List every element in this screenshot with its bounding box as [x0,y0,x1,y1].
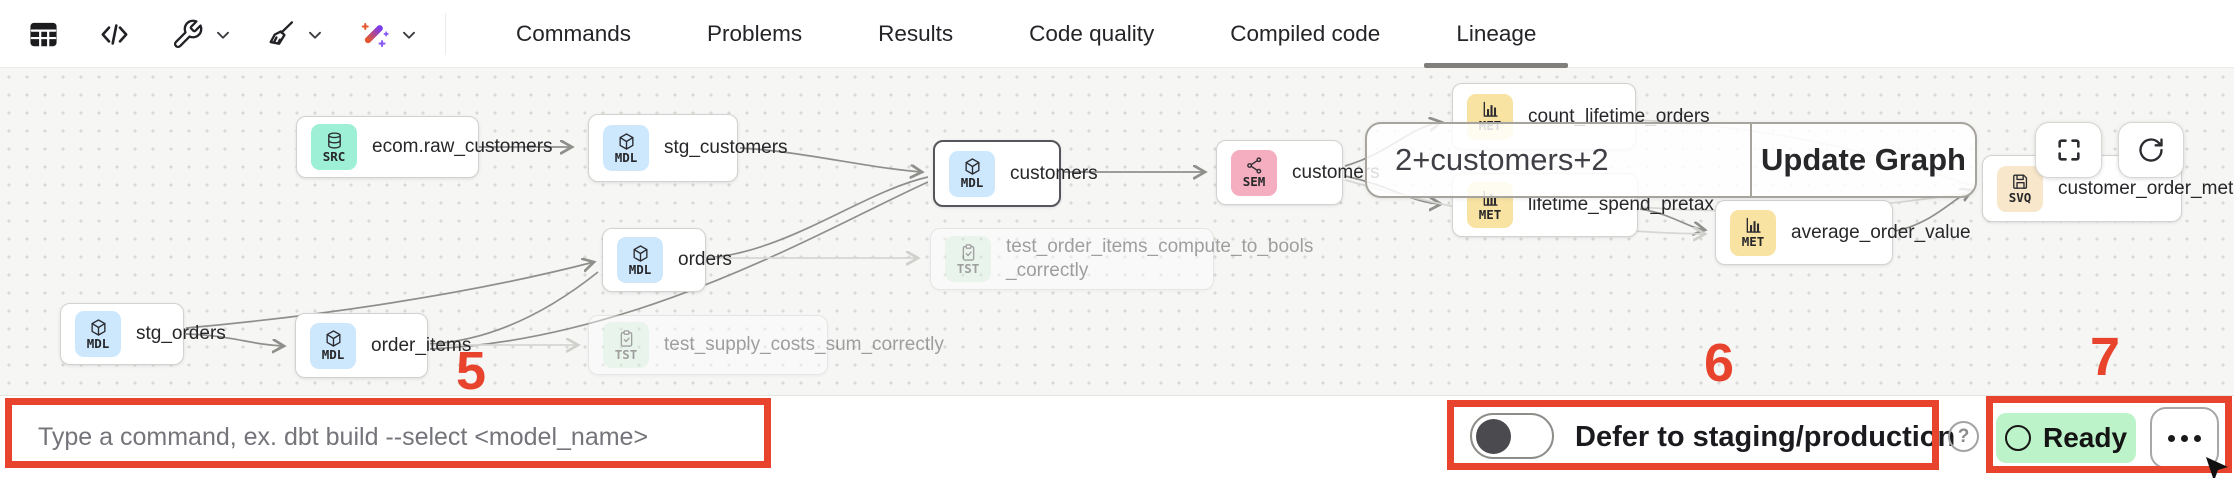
node-label: customers [1292,161,1380,183]
table-icon[interactable] [26,17,60,51]
node-label: test_order_items_compute_to_bools _corre… [1006,236,1314,281]
graph-node-customers-semantic[interactable]: SEM customers [1216,140,1380,205]
node-label: stg_orders [136,323,226,345]
node-label: stg_customers [664,137,788,159]
save-icon: SVQ [1997,165,2043,212]
tab-problems[interactable]: Problems [707,21,803,46]
tab-commands[interactable]: Commands [516,21,632,46]
graph-node-test-order-items[interactable]: TST test_order_items_compute_to_bools _co… [930,228,1313,290]
graph-node-test-supply-costs[interactable]: TST test_supply_costs_sum_correctly [588,315,944,375]
node-label: orders [678,249,732,271]
command-placeholder: Type a command, ex. dbt build --select <… [38,423,649,451]
toggle-knob [1476,418,1511,454]
node-label: test_supply_costs_sum_correctly [664,334,944,356]
tab-results[interactable]: Results [878,21,954,46]
broom-icon[interactable] [262,17,296,51]
chevron-down-icon[interactable] [304,24,326,46]
magic-pen-icon[interactable] [356,17,390,51]
status-label: Ready [2042,422,2128,453]
chevron-down-icon[interactable] [212,24,234,46]
toolbar-divider [445,13,446,55]
status-ready-button[interactable]: Ready [1996,413,2136,463]
selector-input[interactable]: 2+customers+2 [1367,124,1750,196]
graph-selector-overlay: 2+customers+2 Update Graph [1365,122,1977,198]
node-label: average_order_value [1791,221,1971,243]
graph-node-stg-customers[interactable]: MDL stg_customers [588,114,788,182]
node-label: order_items [371,334,472,356]
refresh-button[interactable] [2118,122,2184,178]
node-label: customers [1010,162,1098,184]
top-tab-bar: Commands Problems Results Code quality Compi… [0,0,2234,68]
chevron-down-icon[interactable] [398,24,420,46]
tab-lineage[interactable]: Lineage [1418,0,1574,68]
selector-value: 2+customers+2 [1395,142,1609,177]
status-circle-icon [2004,425,2031,451]
node-label: count_lifetime_orders [1528,105,1710,127]
command-input[interactable]: Type a command, ex. dbt build --select <… [38,396,648,478]
code-icon[interactable] [97,17,131,51]
graph-node-order-items[interactable]: MDL order_items [295,313,471,378]
clipboard-icon: TST [945,236,991,282]
chart-icon: MET [1730,209,1776,256]
fullscreen-button[interactable] [2035,122,2102,178]
mouse-cursor [2206,457,2228,478]
database-icon: SRC [311,124,357,170]
node-label: lifetime_spend_pretax [1528,194,1714,216]
graph-node-orders[interactable]: MDL orders [602,228,732,292]
clipboard-icon: TST [603,322,649,368]
wrench-icon[interactable] [170,17,204,51]
cube-icon: MDL [949,150,995,197]
update-graph-button[interactable]: Update Graph [1750,124,1975,196]
graph-node-customers-model[interactable]: MDL customers [933,140,1098,207]
tab-code-quality[interactable]: Code quality [1029,21,1155,46]
node-label: ecom.raw_customers [372,136,553,158]
graph-node-ecom-raw-customers[interactable]: SRC ecom.raw_customers [296,116,553,178]
defer-toggle[interactable] [1470,413,1554,459]
help-icon[interactable]: ? [1948,421,1979,452]
defer-label: Defer to staging/production [1575,421,1956,453]
cube-icon: MDL [310,322,356,369]
panel-tabs: Commands Problems Results Code quality Compi… [478,0,1574,68]
share-icon: SEM [1231,149,1277,196]
cube-icon: MDL [603,125,649,171]
graph-node-stg-orders[interactable]: MDL stg_orders [60,303,226,365]
graph-node-average-order-value[interactable]: MET average_order_value [1715,200,1971,265]
tab-compiled-code[interactable]: Compiled code [1230,21,1381,46]
cube-icon: MDL [75,311,121,357]
ellipsis-icon [2168,434,2175,442]
node-label: customer_order_metrics [2058,177,2234,199]
cube-icon: MDL [617,237,663,283]
bottom-bar: Type a command, ex. dbt build --select <… [0,395,2234,478]
